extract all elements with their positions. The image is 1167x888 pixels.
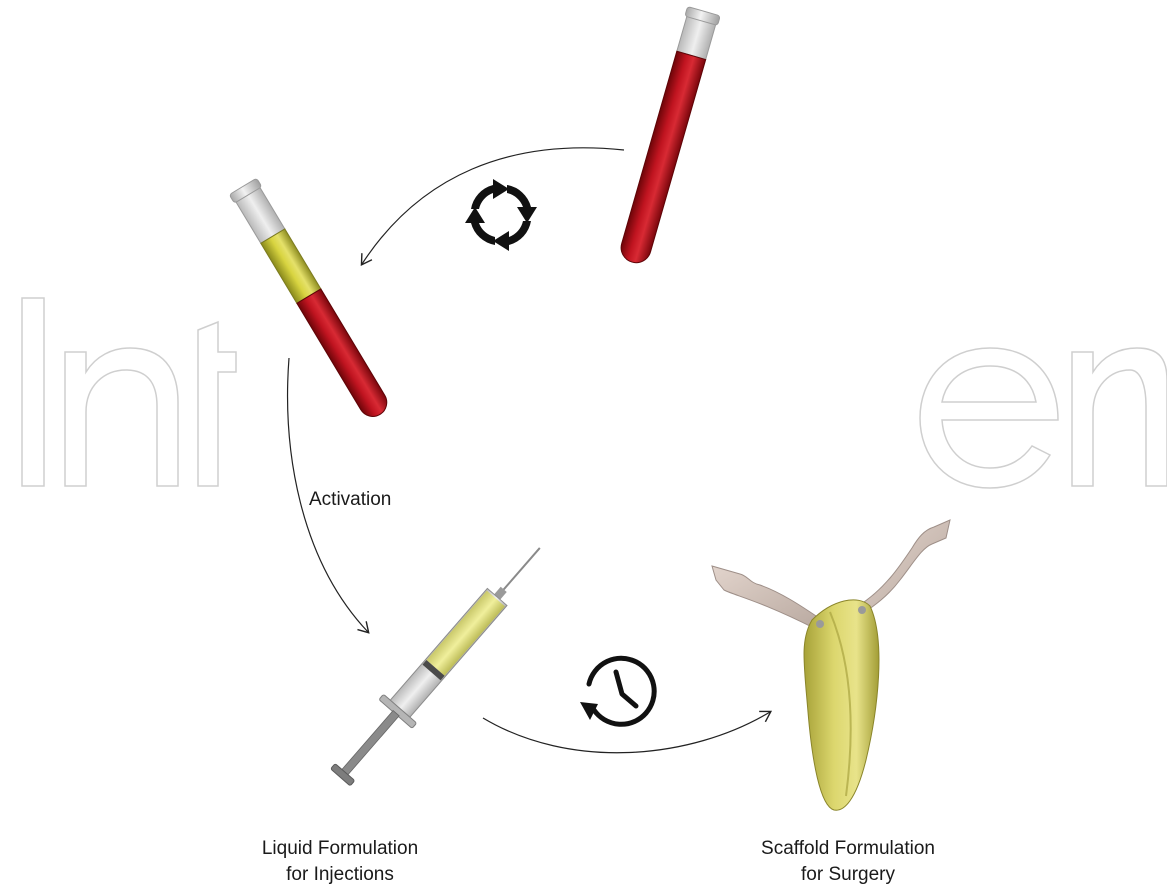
- rotating-arrows-icon: [465, 179, 537, 251]
- scaffold-icon: [712, 520, 950, 810]
- clock-history-icon: [580, 658, 654, 724]
- activation-text: Activation: [309, 489, 391, 510]
- liquid-formulation-label: Liquid Formulation for Injections: [220, 836, 460, 888]
- liquid-formulation-line1: Liquid Formulation: [220, 836, 460, 862]
- scaffold-formulation-label: Scaffold Formulation for Surgery: [728, 836, 968, 888]
- watermark: [22, 298, 1167, 488]
- separated-tube-icon: [229, 178, 393, 422]
- activation-label: Activation: [309, 487, 391, 513]
- arrow-centrifuge: [362, 148, 624, 264]
- scaffold-formulation-line2: for Surgery: [728, 862, 968, 888]
- scaffold-formulation-line1: Scaffold Formulation: [728, 836, 968, 862]
- liquid-formulation-line2: for Injections: [220, 862, 460, 888]
- flow-arrows: [288, 148, 770, 753]
- arrow-gelation: [483, 712, 770, 753]
- syringe-icon: [324, 533, 557, 791]
- blood-tube-icon: [616, 7, 721, 267]
